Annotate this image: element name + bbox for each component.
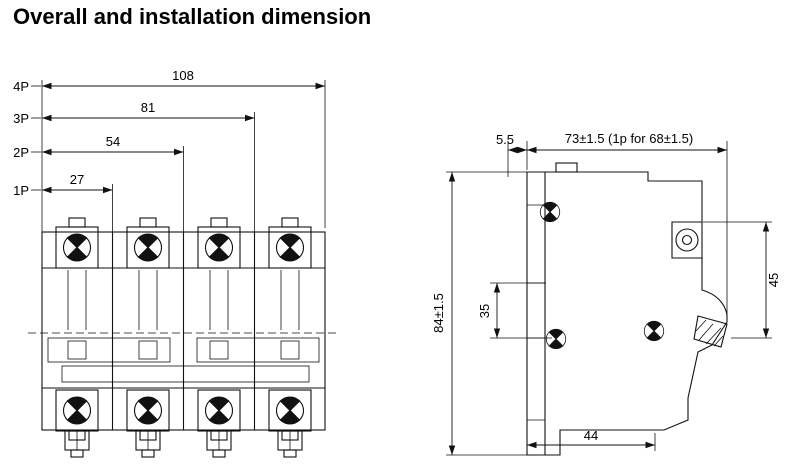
din-rail-clip bbox=[693, 315, 728, 348]
dim-top-offset: 5.5 bbox=[496, 132, 514, 147]
dim-width-3p: 81 bbox=[141, 100, 155, 115]
dim-width-1p: 27 bbox=[70, 172, 84, 187]
handle-tie-bar bbox=[61, 365, 310, 383]
terminal-top-3 bbox=[198, 218, 240, 268]
pole-label-3p: 3P bbox=[13, 111, 29, 126]
terminal-top-2 bbox=[127, 218, 169, 268]
breaker-side-body bbox=[526, 162, 728, 456]
breaker-front-body bbox=[28, 218, 339, 458]
page-title: Overall and installation dimension bbox=[13, 4, 372, 29]
front-view-dimensions: 108 81 54 27 4P 3P 2P 1P bbox=[13, 68, 326, 232]
terminal-top-4 bbox=[269, 218, 311, 268]
pole-label-1p: 1P bbox=[13, 183, 29, 198]
dim-width-2p: 54 bbox=[106, 134, 120, 149]
dim-overall-height: 84±1.5 bbox=[431, 293, 446, 333]
dim-width-4p: 108 bbox=[172, 68, 194, 83]
pole-label-4p: 4P bbox=[13, 79, 29, 94]
front-view-drawing: 108 81 54 27 4P 3P 2P 1P bbox=[13, 68, 339, 458]
dim-rail-seat: 35 bbox=[477, 304, 492, 318]
side-view-drawing: 5.5 73±1.5 (1p for 68±1.5) 84±1.5 35 45 … bbox=[431, 131, 781, 456]
screw-icon bbox=[545, 328, 567, 350]
dim-base-width: 44 bbox=[584, 428, 598, 443]
dim-clip-section: 45 bbox=[766, 273, 781, 287]
side-view-dimensions: 5.5 73±1.5 (1p for 68±1.5) 84±1.5 35 45 … bbox=[431, 131, 781, 456]
pole-label-2p: 2P bbox=[13, 145, 29, 160]
screw-icon bbox=[539, 201, 561, 223]
terminal-top-1 bbox=[56, 218, 98, 268]
screw-icon bbox=[643, 320, 665, 342]
terminal-screw-side-top bbox=[675, 228, 699, 252]
dim-depth-width: 73±1.5 (1p for 68±1.5) bbox=[565, 131, 693, 146]
